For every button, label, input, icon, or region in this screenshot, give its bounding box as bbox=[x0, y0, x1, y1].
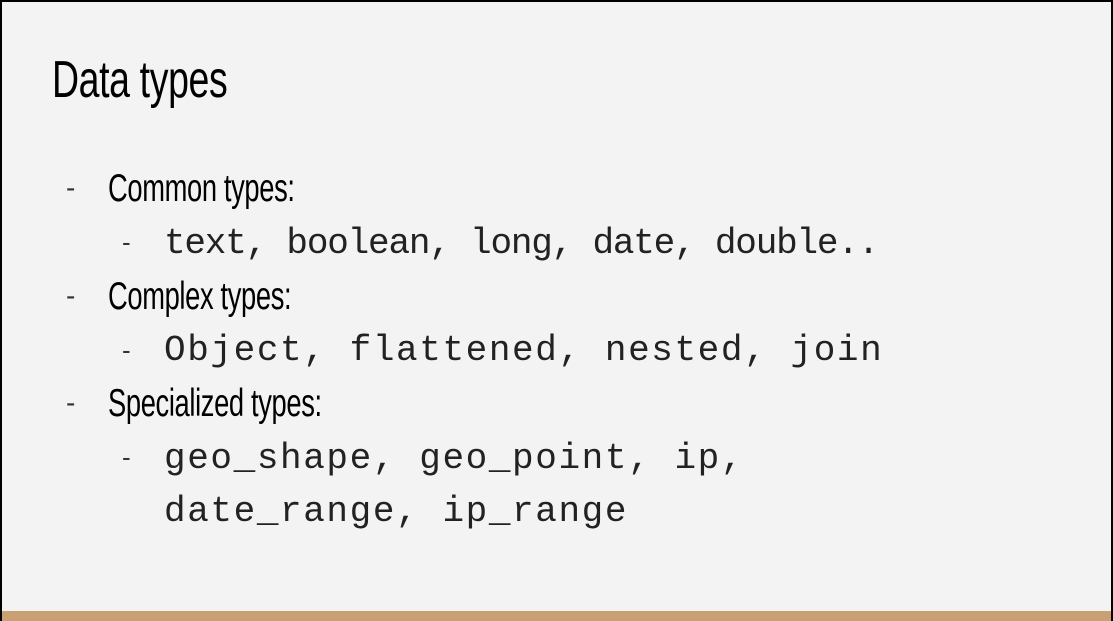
bullet-label-common-types: Common types: bbox=[108, 167, 295, 210]
bullet-label-complex-types: Complex types: bbox=[108, 275, 292, 318]
bullet-dash: - bbox=[66, 280, 76, 311]
sub-bullet-complex-types-values: Object, flattened, nested, join bbox=[164, 330, 884, 371]
sub-bullet-specialized-types-values-line-1: geo_shape, geo_point, ip, bbox=[164, 438, 745, 479]
bullet-dash: - bbox=[66, 387, 76, 418]
sub-bullet-dash: - bbox=[122, 227, 131, 257]
sub-bullet-dash: - bbox=[122, 442, 131, 472]
sub-bullet-common-types-values: text, boolean, long, date, double.. bbox=[164, 223, 879, 264]
sub-bullet-dash: - bbox=[122, 335, 131, 365]
sub-bullet-specialized-types-values-line-2: date_range, ip_range bbox=[164, 491, 629, 532]
slide-title: Data types bbox=[52, 51, 228, 109]
bullet-label-specialized-types: Specialized types: bbox=[108, 382, 322, 425]
footer-accent-bar bbox=[2, 611, 1111, 621]
bullet-dash: - bbox=[66, 172, 76, 203]
